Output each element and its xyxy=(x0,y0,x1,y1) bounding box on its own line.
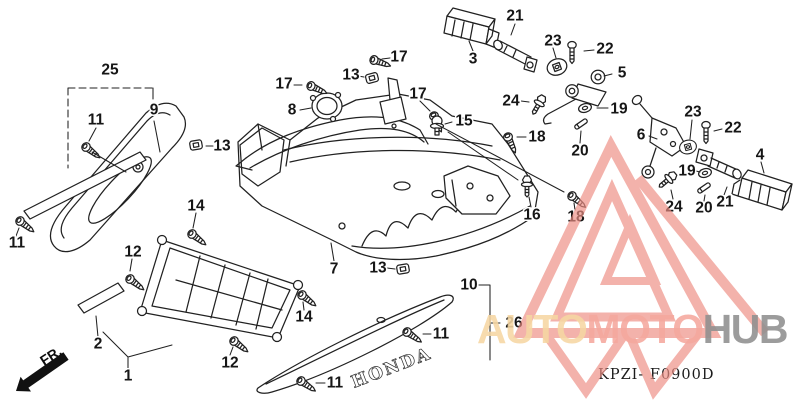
part-callout-13: 13 xyxy=(342,67,360,84)
peg-cylinder-left xyxy=(493,39,538,73)
part-callout-14: 14 xyxy=(187,198,205,215)
upper-lid xyxy=(235,116,429,171)
part-callout-11: 11 xyxy=(9,235,26,252)
watermark-feet xyxy=(541,330,703,400)
watermark-right-leg xyxy=(634,174,769,337)
leader-lines xyxy=(15,23,765,384)
side-cover-strip xyxy=(23,151,147,220)
rear-bracket xyxy=(443,165,511,215)
hanger-stay xyxy=(542,69,607,125)
part-callout-13: 13 xyxy=(369,260,387,277)
under-tray xyxy=(136,234,304,343)
part-callout-24: 24 xyxy=(502,93,520,110)
watermark-brand-segment: AUTO xyxy=(477,306,588,352)
part-callout-10: 10 xyxy=(460,277,477,294)
grommet-23 xyxy=(544,55,570,79)
part-callout-15: 15 xyxy=(455,113,473,130)
part-callout-20: 20 xyxy=(571,143,588,160)
washer-19 xyxy=(576,101,594,115)
screw-11 xyxy=(79,140,104,162)
screw-14 xyxy=(295,288,320,310)
diagram-code: KPZI- F0900D xyxy=(598,367,715,383)
bolt-22 xyxy=(567,40,577,65)
watermark-brand-segment: MOTO xyxy=(586,306,704,352)
part-callout-1: 1 xyxy=(124,368,133,385)
part-callout-11: 11 xyxy=(433,326,450,343)
part-callout-21: 21 xyxy=(716,194,734,211)
peg-cylinder-right xyxy=(695,148,742,180)
part-callout-20: 20 xyxy=(695,200,712,217)
screw-14 xyxy=(185,227,210,249)
part-callout-23: 23 xyxy=(684,104,702,121)
part-callout-17: 17 xyxy=(390,49,407,66)
gasket xyxy=(309,91,343,123)
part-callout-21: 21 xyxy=(506,8,524,25)
screw-12 xyxy=(123,272,148,294)
part-callout-17: 17 xyxy=(409,86,426,103)
part-callout-9: 9 xyxy=(150,102,159,119)
footpeg-front xyxy=(443,7,500,49)
hanger-lever xyxy=(631,94,687,179)
part-callout-16: 16 xyxy=(523,207,541,224)
washer-19 xyxy=(696,166,714,180)
part-callout-12: 12 xyxy=(124,244,141,261)
lower-trim xyxy=(256,294,454,394)
part-callout-6: 6 xyxy=(637,127,646,144)
part-callout-17: 17 xyxy=(275,76,292,93)
part-callout-18: 18 xyxy=(528,129,546,146)
watermark-brand-segment: HUB xyxy=(702,306,789,352)
part-callout-7: 7 xyxy=(330,261,339,278)
part-callout-19: 19 xyxy=(610,101,628,118)
part-callout-19: 19 xyxy=(678,163,696,180)
bracket-25-lines xyxy=(67,87,154,169)
watermark-triangle-outer xyxy=(513,135,722,338)
pin-20 xyxy=(696,181,712,195)
watermark-triangle-inner xyxy=(599,213,662,285)
part-callout-13: 13 xyxy=(213,138,231,155)
fr-arrow-icon xyxy=(16,352,69,392)
part-callout-14: 14 xyxy=(295,309,313,326)
bolt-24 xyxy=(655,168,680,192)
part-callout-25: 25 xyxy=(101,62,119,79)
part-callout-22: 22 xyxy=(596,41,613,58)
bolt-22 xyxy=(701,120,711,145)
part-callout-12: 12 xyxy=(221,355,238,372)
clip-13 xyxy=(188,138,204,152)
part-callout-11: 11 xyxy=(327,375,344,392)
footpeg-rear xyxy=(731,169,793,211)
part-callout-2: 2 xyxy=(94,336,103,353)
clip-13 xyxy=(395,262,411,276)
watermark-logo xyxy=(513,135,769,400)
part-callout-5: 5 xyxy=(618,65,627,82)
sill-molding xyxy=(77,282,125,314)
part-callout-4: 4 xyxy=(756,147,765,164)
part-callout-3: 3 xyxy=(469,51,478,68)
lid-stay xyxy=(379,77,407,129)
clip-13 xyxy=(364,71,380,85)
part-callout-23: 23 xyxy=(544,33,562,50)
watermark-brand: AUTOMOTOHUB xyxy=(477,306,789,352)
part-callout-8: 8 xyxy=(288,102,297,119)
bolt-24 xyxy=(527,92,549,118)
screw-17 xyxy=(368,53,393,71)
side-cover-panel xyxy=(49,102,187,253)
part-callout-11: 11 xyxy=(88,112,105,129)
part-callout-22: 22 xyxy=(724,120,741,137)
pin-20 xyxy=(573,117,589,131)
